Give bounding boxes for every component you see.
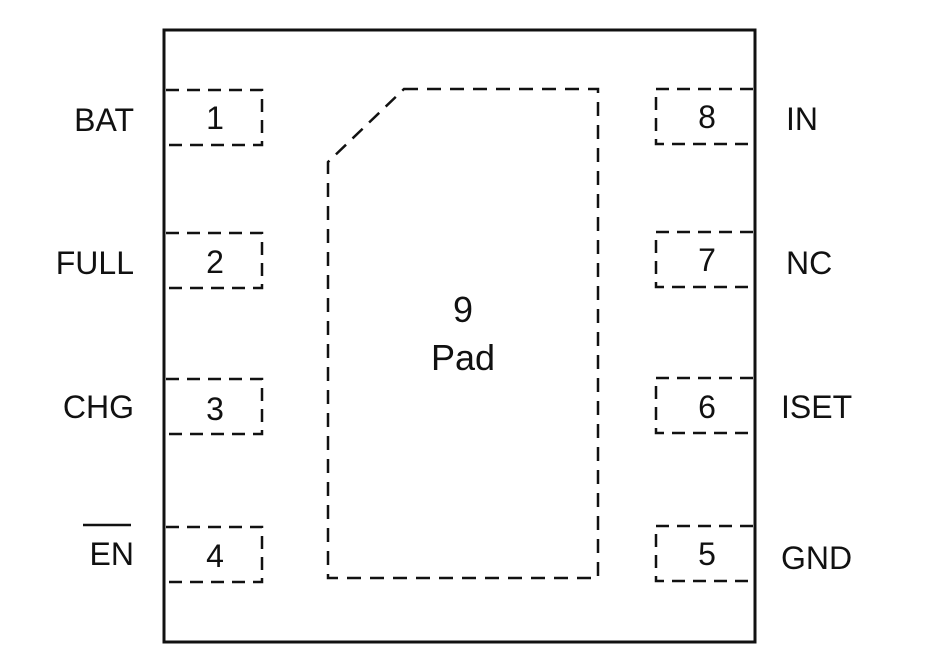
pin-7-pad (654, 230, 753, 289)
pin-1: 1 BAT (74, 88, 264, 147)
pin-7: 7 NC (654, 230, 832, 289)
pin-4-name: EN (90, 536, 134, 572)
pin-5: 5 GND (654, 524, 852, 583)
pin-7-name: NC (786, 245, 832, 281)
pin-2-number: 2 (206, 244, 224, 280)
exposed-pad-outline (326, 87, 600, 580)
pin-4-pad (166, 525, 264, 584)
pin-8-pad (654, 87, 753, 146)
pin-3-number: 3 (206, 391, 224, 427)
pin-2: 2 FULL (56, 231, 264, 290)
package-outline (162, 28, 757, 644)
pin-6: 6 ISET (654, 376, 852, 435)
pad-number: 9 (453, 289, 473, 330)
pin-6-number: 6 (698, 389, 716, 425)
pin-2-pad (166, 231, 264, 290)
pin-8-name: IN (786, 101, 818, 137)
pin-2-name: FULL (56, 245, 134, 281)
pin-6-name: ISET (781, 389, 852, 425)
pin-1-pad (166, 88, 264, 147)
pin-7-number: 7 (698, 242, 716, 278)
pin-1-number: 1 (206, 100, 224, 136)
pin-8: 8 IN (654, 87, 818, 146)
pin-3: 3 CHG (63, 377, 264, 436)
pin-5-name: GND (781, 540, 852, 576)
pin-1-name: BAT (74, 102, 134, 138)
pin-5-number: 5 (698, 536, 716, 572)
pin-5-pad (654, 524, 753, 583)
pin-6-pad (654, 376, 753, 435)
pin-8-number: 8 (698, 99, 716, 135)
pin-4-number: 4 (206, 538, 224, 574)
pin-3-pad (166, 377, 264, 436)
pin-4: 4 EN (83, 523, 264, 584)
pad-label: Pad (431, 337, 495, 378)
pin-3-name: CHG (63, 389, 134, 425)
